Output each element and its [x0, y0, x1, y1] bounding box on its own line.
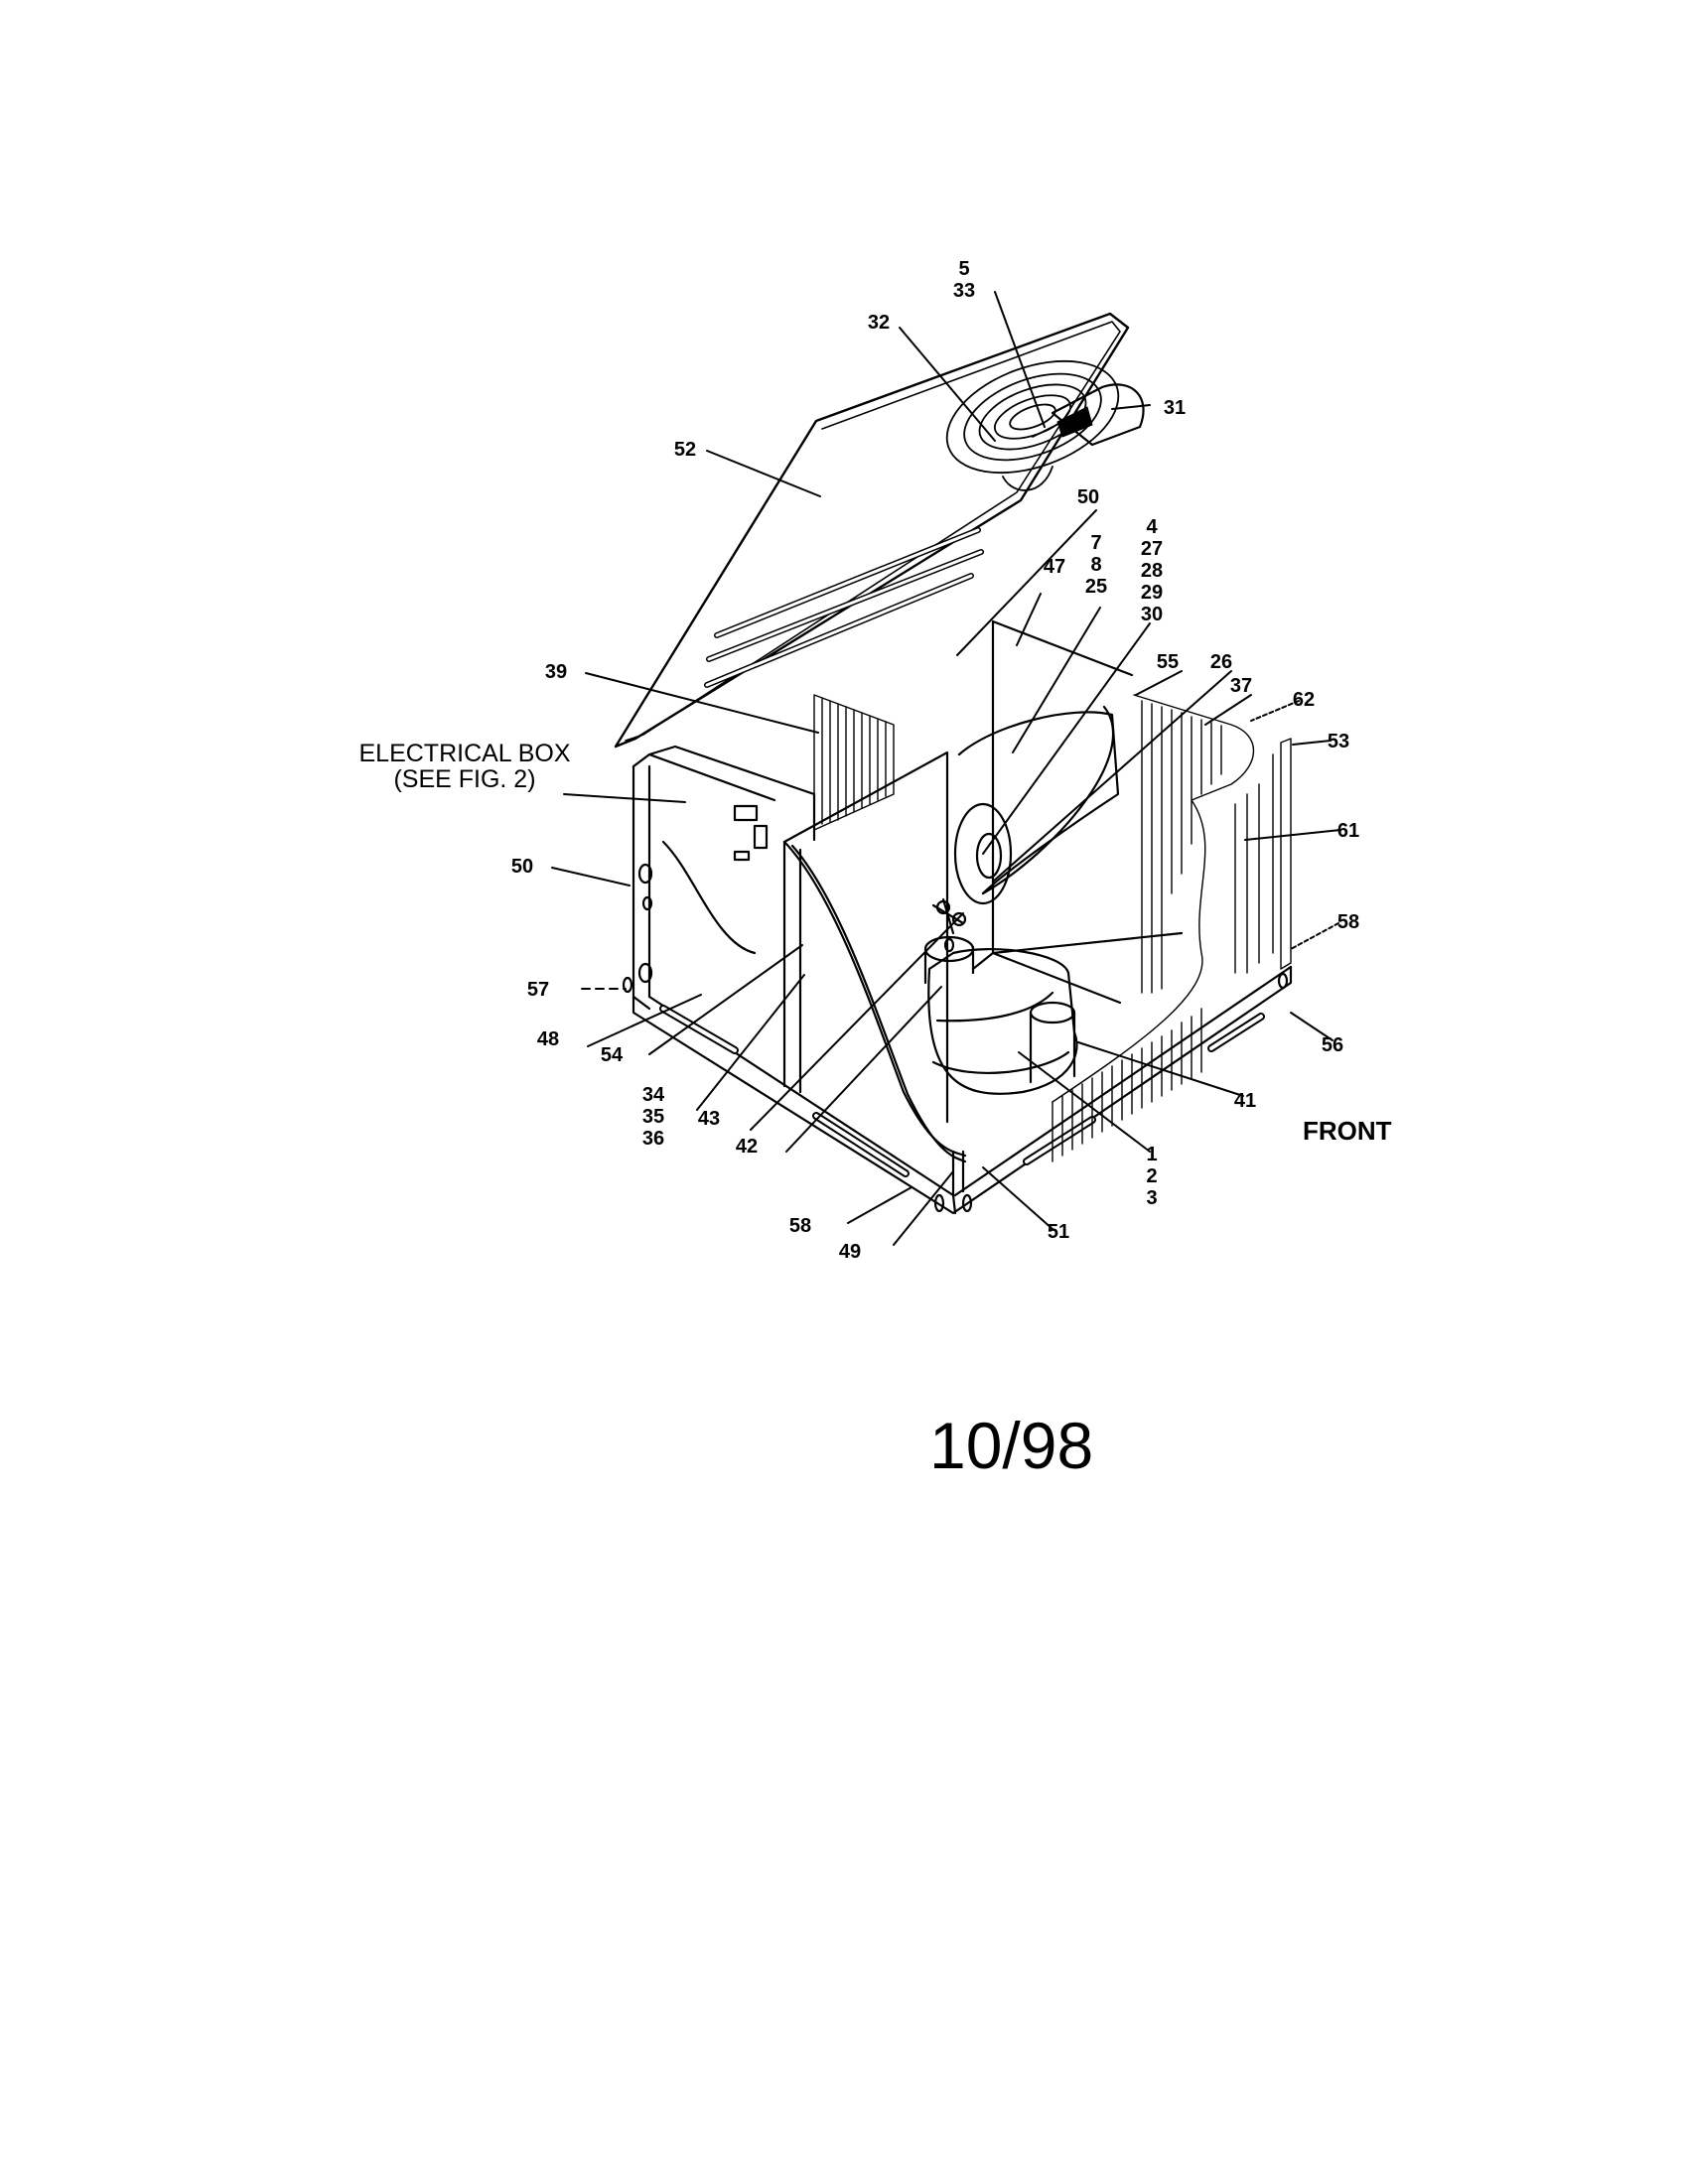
callout-1-2-3: 1 2 3: [1146, 1144, 1158, 1209]
callout-53: 53: [1327, 731, 1350, 752]
callout-56: 56: [1321, 1034, 1344, 1056]
condenser-fan: [945, 359, 1120, 491]
callout-50-left: 50: [510, 856, 534, 878]
callout-42: 42: [735, 1136, 759, 1158]
callout-47: 47: [1043, 556, 1066, 578]
callout-48: 48: [536, 1028, 560, 1050]
callout-32: 32: [867, 312, 891, 334]
callout-58-right: 58: [1336, 911, 1360, 933]
callout-62: 62: [1292, 689, 1316, 711]
leader-lines: [551, 291, 1341, 1246]
callout-57: 57: [526, 979, 550, 1001]
callout-37: 37: [1229, 675, 1253, 697]
callout-58-bottom: 58: [788, 1215, 812, 1237]
callout-34-36: 34 35 36: [641, 1084, 665, 1150]
callout-50-top: 50: [1076, 486, 1100, 508]
evaporator-coil: [813, 694, 895, 831]
callout-31: 31: [1163, 397, 1187, 419]
service-valves: [931, 897, 967, 935]
front-orientation-label: FRONT: [1303, 1116, 1392, 1146]
top-cover-panel: [614, 312, 1130, 749]
electrical-box-label: ELECTRICAL BOX (SEE FIG. 2): [358, 740, 571, 793]
callout-49: 49: [838, 1241, 862, 1263]
callout-7-8-25: 7 8 25: [1084, 532, 1108, 598]
callout-26: 26: [1209, 651, 1233, 673]
callout-52: 52: [673, 439, 697, 461]
callout-39: 39: [544, 661, 568, 683]
callout-4-27-30: 4 27 28 29 30: [1140, 516, 1164, 625]
callout-43: 43: [697, 1108, 721, 1130]
accumulator: [923, 935, 975, 985]
compressor: [927, 947, 1078, 1095]
callout-41: 41: [1233, 1090, 1257, 1112]
fan-motor: [1051, 383, 1145, 447]
callout-54: 54: [600, 1044, 624, 1066]
callout-51: 51: [1047, 1221, 1070, 1243]
date-code: 10/98: [929, 1409, 1094, 1482]
condenser-coil: [1052, 694, 1292, 1162]
capacitor: [1029, 1001, 1076, 1084]
blower-assembly: [953, 705, 1120, 905]
callout-61: 61: [1336, 820, 1360, 842]
cabinet: [622, 619, 1293, 1215]
callout-55: 55: [1156, 651, 1180, 673]
callout-5-33: 5 33: [952, 258, 976, 302]
